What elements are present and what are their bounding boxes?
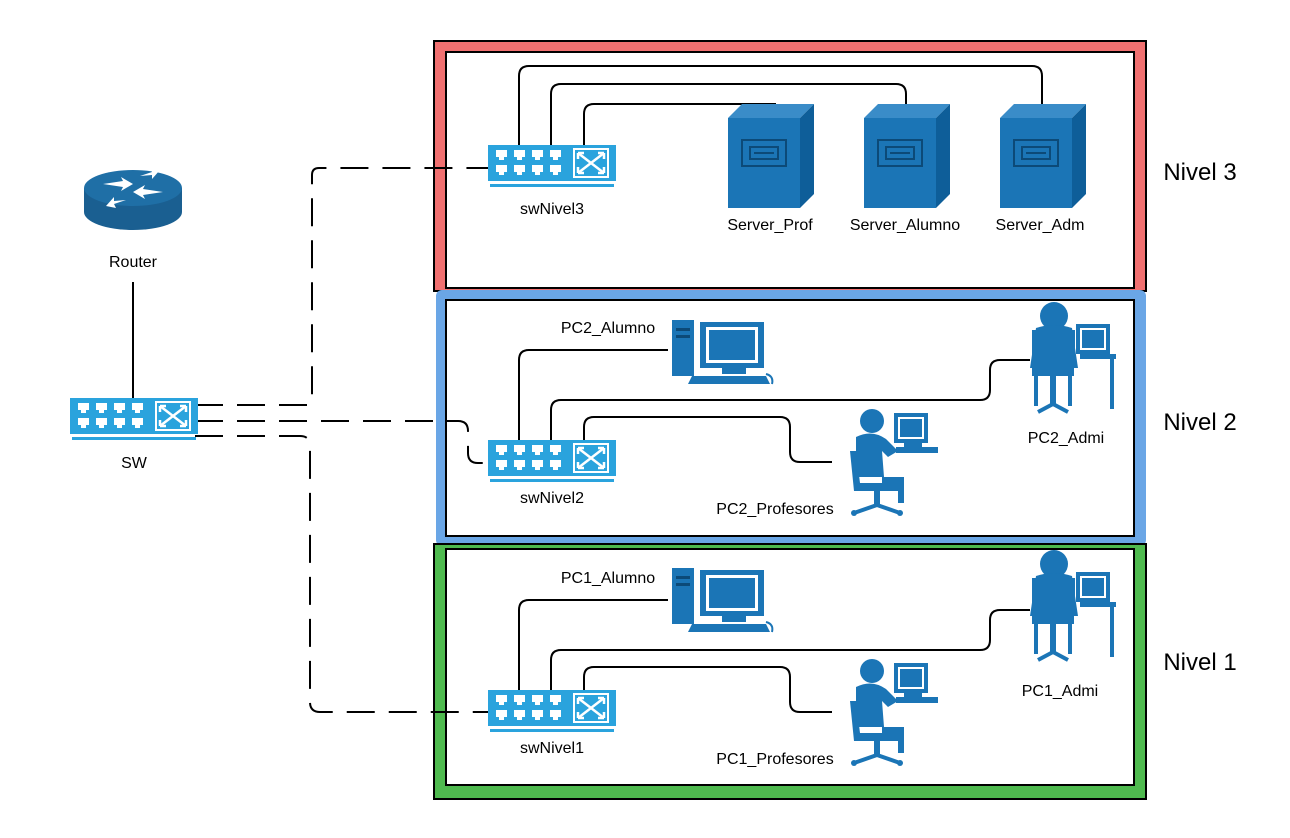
trunk-links xyxy=(195,167,488,713)
pc2-alumno-label: PC2_Alumno xyxy=(561,320,655,337)
pc1-admi-label: PC1_Admi xyxy=(1022,683,1098,700)
swNivel2-label: swNivel2 xyxy=(520,490,584,507)
level1-wires xyxy=(518,599,1030,713)
pc1-profesores-label: PC1_Profesores xyxy=(716,751,833,768)
server-icon[interactable] xyxy=(728,104,814,208)
sw-label: SW xyxy=(121,455,148,472)
switch-icon[interactable] xyxy=(70,398,198,442)
trunk-to-swNivel2 xyxy=(195,420,488,464)
pc1-alumno-label: PC1_Alumno xyxy=(561,570,655,587)
switch-icon[interactable] xyxy=(488,440,616,484)
level3-wires xyxy=(518,65,1043,145)
level1-title: Nivel 1 xyxy=(1163,649,1236,676)
router-label: Router xyxy=(109,254,158,271)
swNivel3-label: swNivel3 xyxy=(520,201,584,218)
server-icon[interactable] xyxy=(1000,104,1086,208)
server-adm-label: Server_Adm xyxy=(996,217,1085,234)
trunk-to-swNivel1 xyxy=(195,435,488,713)
switch-icon[interactable] xyxy=(488,690,616,734)
pc2-admi-label: PC2_Admi xyxy=(1028,430,1104,447)
switch-icon[interactable] xyxy=(488,145,616,189)
pc2-profesores-label: PC2_Profesores xyxy=(716,501,833,518)
level2-title: Nivel 2 xyxy=(1163,409,1236,436)
level3-title: Nivel 3 xyxy=(1163,159,1236,186)
server-icon[interactable] xyxy=(864,104,950,208)
server-alumno-label: Server_Alumno xyxy=(850,217,960,234)
level2-wires xyxy=(518,349,1030,463)
server-prof-label: Server_Prof xyxy=(727,217,813,234)
router-icon[interactable] xyxy=(84,168,182,230)
swNivel1-label: swNivel1 xyxy=(520,740,584,757)
trunk-to-swNivel3 xyxy=(195,167,488,406)
